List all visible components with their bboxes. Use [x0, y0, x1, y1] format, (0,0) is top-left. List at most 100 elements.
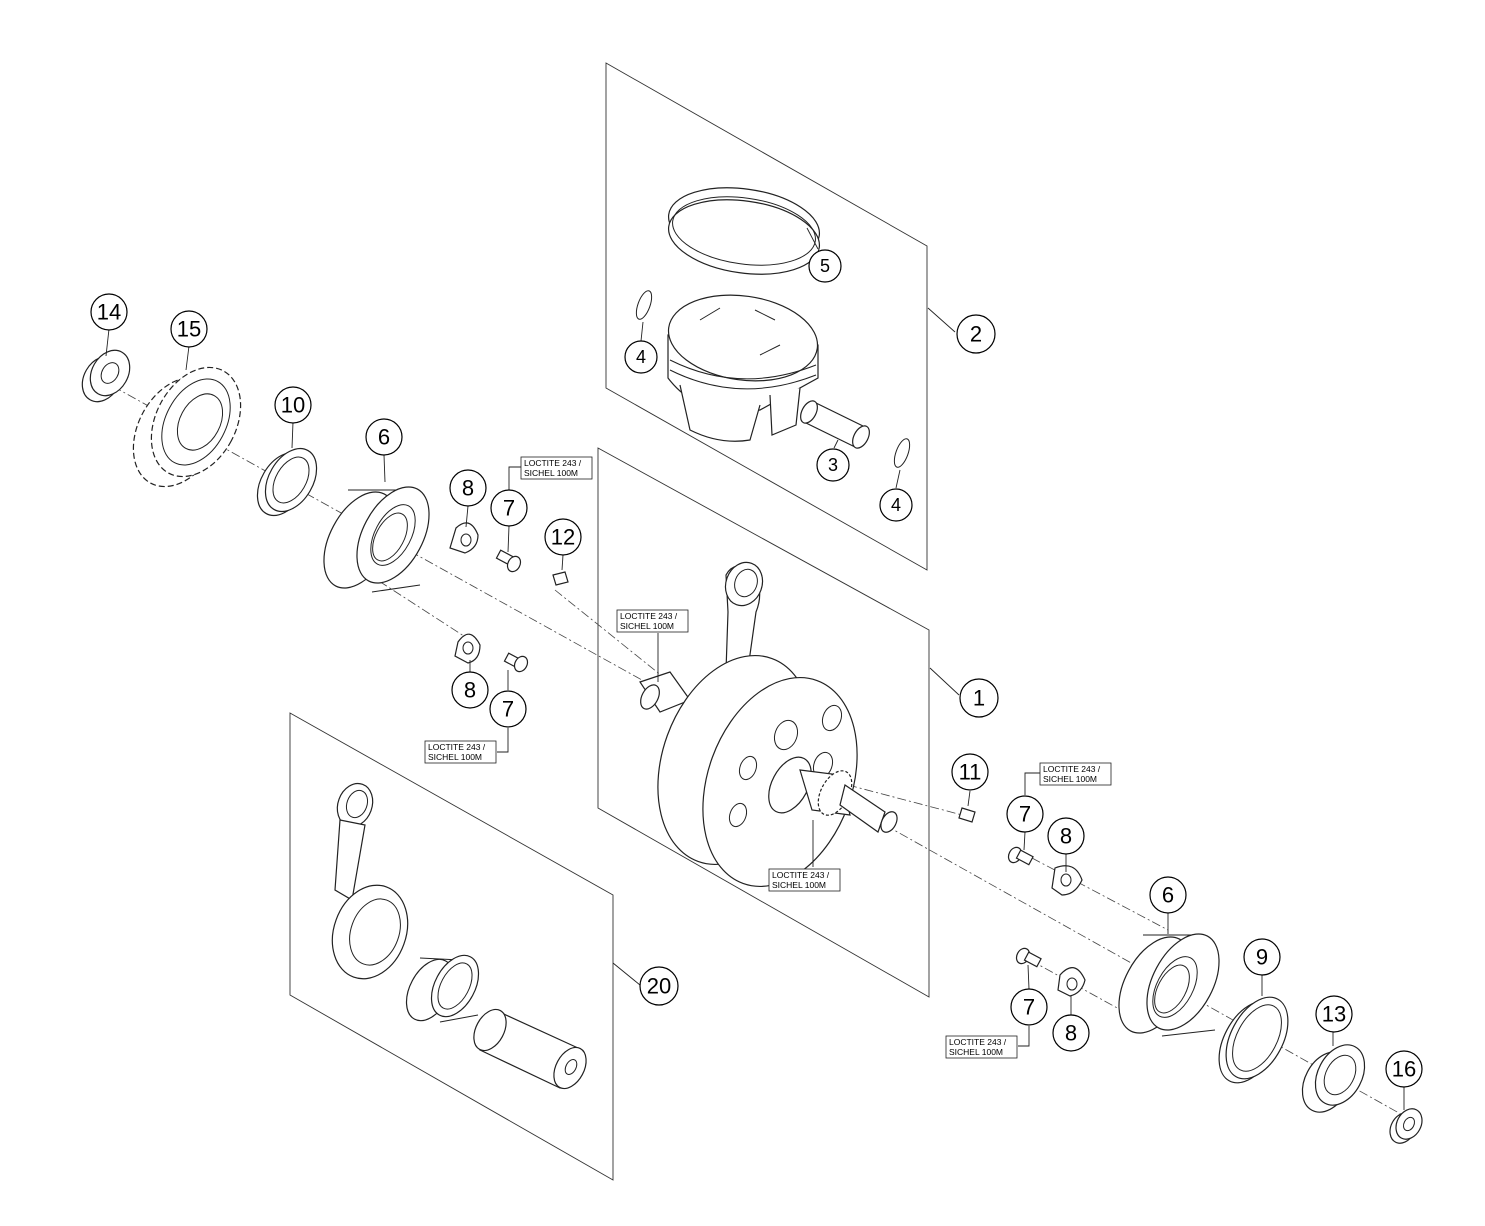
- svg-text:4: 4: [891, 495, 901, 515]
- callout-11: 11: [951, 753, 989, 791]
- callout-20: 20: [639, 966, 679, 1006]
- part-12-key: [552, 571, 569, 586]
- part-20-connecting-rod: [331, 782, 409, 980]
- callout-14: 14: [90, 293, 128, 331]
- part-11-key: [958, 807, 976, 823]
- svg-text:LOCTITE 243 /: LOCTITE 243 /: [1043, 764, 1101, 774]
- callout-4-right: 4: [879, 488, 913, 522]
- svg-text:8: 8: [1060, 824, 1072, 849]
- svg-text:7: 7: [502, 697, 514, 722]
- svg-text:LOCTITE 243 /: LOCTITE 243 /: [524, 458, 582, 468]
- loctite-note-right-lower: LOCTITE 243 / SICHEL 100M: [945, 1035, 1018, 1059]
- callout-13: 13: [1315, 995, 1353, 1033]
- svg-text:SICHEL 100M: SICHEL 100M: [949, 1047, 1003, 1057]
- svg-text:SICHEL 100M: SICHEL 100M: [524, 468, 578, 478]
- callout-7-lower-left: 7: [489, 690, 527, 728]
- callout-6-left: 6: [365, 418, 403, 456]
- svg-text:LOCTITE 243 /: LOCTITE 243 /: [772, 870, 830, 880]
- bolt-axis-lower-left: [364, 571, 471, 641]
- callout-7-right-upper: 7: [1006, 795, 1044, 833]
- loctite-note-center-lower: LOCTITE 243 / SICHEL 100M: [768, 868, 841, 892]
- svg-text:12: 12: [551, 525, 575, 550]
- part-1-crankshaft: [639, 561, 898, 888]
- callout-8-right-lower: 8: [1052, 1014, 1090, 1052]
- svg-text:16: 16: [1392, 1057, 1416, 1082]
- part-15-gear: [132, 366, 242, 488]
- callout-6-right: 6: [1149, 876, 1187, 914]
- svg-text:3: 3: [828, 455, 838, 475]
- part-16-nut: [1389, 1108, 1423, 1144]
- part-7-bolt-upper-left: [495, 549, 522, 573]
- svg-text:4: 4: [636, 347, 646, 367]
- svg-text:6: 6: [1162, 883, 1174, 908]
- part-13-collar: [1301, 1044, 1366, 1113]
- key-axis-11: [847, 784, 967, 817]
- svg-text:15: 15: [177, 317, 201, 342]
- part-14-nut: [81, 349, 131, 403]
- svg-text:LOCTITE 243 /: LOCTITE 243 /: [428, 742, 486, 752]
- part-5-piston-rings: [667, 187, 821, 275]
- svg-text:14: 14: [97, 300, 121, 325]
- part-20-crank-pin: [473, 1008, 587, 1090]
- svg-text:7: 7: [503, 496, 515, 521]
- part-3-piston-pin: [800, 400, 870, 449]
- callout-8-upper-left: 8: [449, 469, 487, 507]
- loctite-note-right-upper: LOCTITE 243 / SICHEL 100M: [1039, 762, 1112, 786]
- part-6-bearing-right: [1118, 933, 1220, 1037]
- svg-text:9: 9: [1256, 945, 1268, 970]
- part-8-lock-plate-upper-left: [449, 522, 479, 554]
- svg-text:20: 20: [647, 974, 671, 999]
- svg-text:8: 8: [464, 678, 476, 703]
- part-7-bolt-lower-left: [503, 652, 529, 673]
- part-9-seal-ring: [1218, 996, 1289, 1084]
- part-8-lock-plate-lower-left: [454, 633, 481, 664]
- part-8-lock-plate-right-lower: [1057, 967, 1086, 997]
- part-4-circlip-left: [635, 290, 653, 320]
- leader-lines: [105, 227, 1405, 1110]
- loctite-note-lower-left: LOCTITE 243 / SICHEL 100M: [424, 740, 497, 764]
- callout-9: 9: [1243, 938, 1281, 976]
- svg-text:6: 6: [378, 425, 390, 450]
- svg-text:SICHEL 100M: SICHEL 100M: [772, 880, 826, 890]
- callout-5: 5: [808, 249, 842, 283]
- part-20-rod-bearing: [405, 954, 480, 1023]
- connecting-rod-kit-frame: [289, 712, 614, 1181]
- callout-4-left: 4: [624, 340, 658, 374]
- part-7-bolt-right-lower: [1015, 947, 1042, 968]
- callout-1: 1: [959, 678, 999, 718]
- piston: [667, 294, 819, 442]
- svg-text:7: 7: [1023, 995, 1035, 1020]
- part-4-circlip-right: [893, 438, 911, 468]
- loctite-note-center-upper: LOCTITE 243 / SICHEL 100M: [616, 609, 689, 633]
- svg-text:1: 1: [973, 686, 985, 711]
- callout-7-right-lower: 7: [1010, 988, 1048, 1026]
- callout-8-right-upper: 8: [1047, 817, 1085, 855]
- svg-text:SICHEL 100M: SICHEL 100M: [428, 752, 482, 762]
- svg-text:7: 7: [1019, 802, 1031, 827]
- part-10-seal-ring: [256, 447, 318, 517]
- svg-text:2: 2: [970, 322, 982, 347]
- part-6-bearing-left: [323, 486, 430, 593]
- callout-15: 15: [170, 310, 208, 348]
- svg-text:5: 5: [820, 256, 830, 276]
- part-8-lock-plate-right-upper: [1051, 865, 1083, 896]
- callout-7-upper-left: 7: [490, 489, 528, 527]
- callout-8-lower-left: 8: [451, 671, 489, 709]
- key-axis-12: [554, 589, 663, 677]
- svg-text:SICHEL 100M: SICHEL 100M: [1043, 774, 1097, 784]
- svg-text:LOCTITE 243 /: LOCTITE 243 /: [620, 611, 678, 621]
- svg-text:SICHEL 100M: SICHEL 100M: [620, 621, 674, 631]
- callout-12: 12: [544, 518, 582, 556]
- part-7-bolt-right-upper: [1007, 846, 1034, 866]
- svg-text:13: 13: [1322, 1002, 1346, 1027]
- crankshaft-frame: [597, 447, 930, 998]
- callout-3: 3: [816, 448, 850, 482]
- callout-16: 16: [1385, 1050, 1423, 1088]
- callout-10: 10: [274, 386, 312, 424]
- svg-text:LOCTITE 243 /: LOCTITE 243 /: [949, 1037, 1007, 1047]
- svg-text:8: 8: [1065, 1021, 1077, 1046]
- svg-text:8: 8: [462, 476, 474, 501]
- loctite-note-upper: LOCTITE 243 / SICHEL 100M: [520, 456, 593, 480]
- svg-text:10: 10: [281, 393, 305, 418]
